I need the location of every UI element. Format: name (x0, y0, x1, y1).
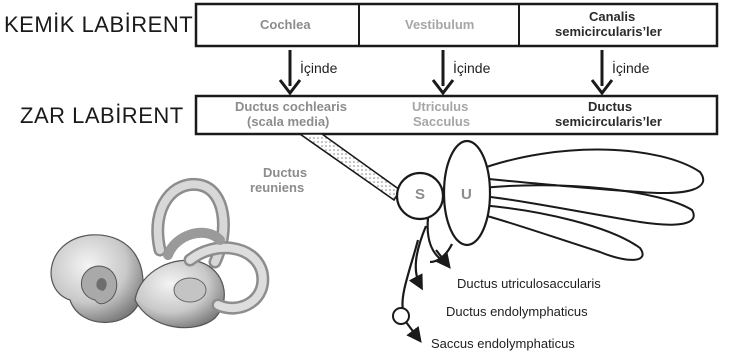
canalis-label-line1: Canalis (589, 9, 635, 24)
ductus-cochlearis-tube (300, 134, 400, 200)
saccus-endolymphaticus-label: Saccus endolymphaticus (431, 336, 575, 351)
utriculus-label: Utriculus (412, 99, 468, 114)
utriculus-letter: U (461, 187, 472, 202)
canalis-label-line2: semicircularis’ler (555, 24, 662, 39)
cochlea-label: Cochlea (260, 17, 311, 32)
ductus-semi-line2: semicircularis’ler (555, 114, 662, 129)
duct-lines (402, 218, 452, 310)
ductus-semi-line1: Ductus (588, 99, 632, 114)
arrow-vestibulum (433, 50, 453, 93)
arrow-cochlea (280, 50, 300, 93)
arrow-label-cochlea: İçinde (300, 60, 337, 76)
ductus-cochlearis-line2: (scala media) (247, 114, 329, 129)
arrow-label-vestibulum: İçinde (453, 60, 490, 76)
bony-labyrinth-illustration (51, 184, 263, 327)
vestibulum-label: Vestibulum (405, 17, 474, 32)
semicircular-duct-loops (478, 150, 703, 260)
arrow-label-canalis: İçinde (612, 60, 649, 76)
sacculus-label: Sacculus (413, 114, 470, 129)
sacculus-letter: S (415, 187, 425, 202)
arrow-canalis (592, 50, 612, 93)
membranous-labyrinth-row-label: ZAR LABİRENT (20, 103, 184, 129)
ductus-reuniens-line2: reuniens (250, 180, 304, 195)
bony-labyrinth-row-label: KEMİK LABİRENT (4, 12, 193, 38)
ductus-reuniens-line1: Ductus (263, 165, 307, 180)
ductus-endolymphaticus-label: Ductus endolymphaticus (446, 304, 588, 319)
ductus-utriculosaccularis-label: Ductus utriculosaccularis (457, 276, 601, 291)
ductus-cochlearis-line1: Ductus cochlearis (235, 99, 347, 114)
saccus-arrow (406, 322, 418, 338)
